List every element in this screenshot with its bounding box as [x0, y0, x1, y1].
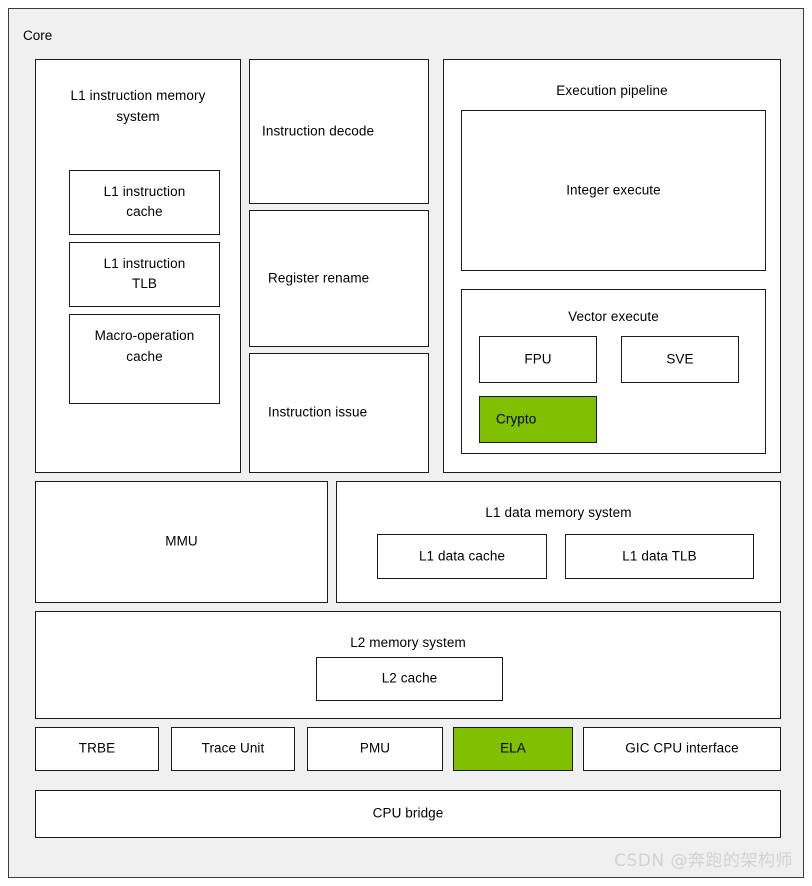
l1-instruction-cache-line2: cache	[126, 204, 163, 220]
register-rename-label: Register rename	[268, 270, 370, 286]
integer-execute-label: Integer execute	[566, 182, 661, 198]
cpu-bridge-block: CPU bridge	[35, 790, 781, 838]
l1-data-tlb-block: L1 data TLB	[565, 534, 754, 579]
l1-instruction-memory-system-title: L1 instruction memory system	[36, 86, 240, 128]
core-panel: Core L1 instruction memory system L1 ins…	[8, 8, 804, 878]
l1-ims-title-line2: system	[116, 108, 160, 124]
instruction-decode-block: Instruction decode	[249, 59, 429, 204]
macro-operation-cache-label: Macro-operation cache	[70, 326, 219, 368]
cpu-bridge-label: CPU bridge	[372, 805, 444, 821]
instruction-issue-label: Instruction issue	[268, 404, 368, 420]
gic-cpu-interface-label: GIC CPU interface	[625, 740, 739, 756]
macro-operation-cache-block: Macro-operation cache	[69, 314, 220, 404]
core-panel-title: Core	[23, 29, 52, 43]
trbe-block: TRBE	[35, 727, 159, 771]
pmu-block: PMU	[307, 727, 443, 771]
l1-instruction-memory-system-block: L1 instruction memory system L1 instruct…	[35, 59, 241, 473]
mmu-label: MMU	[165, 533, 198, 549]
instruction-decode-label: Instruction decode	[262, 123, 375, 139]
core-title-text: Core	[23, 28, 53, 43]
register-rename-block: Register rename	[249, 210, 429, 347]
vector-execute-title: Vector execute	[568, 309, 659, 324]
l1-instruction-cache-block: L1 instruction cache	[69, 170, 220, 235]
trace-unit-block: Trace Unit	[171, 727, 295, 771]
l1-instruction-tlb-line2: TLB	[131, 276, 158, 292]
crypto-label: Crypto	[496, 411, 537, 427]
fpu-block: FPU	[479, 336, 597, 383]
l1-data-cache-label: L1 data cache	[418, 548, 506, 564]
trace-unit-label: Trace Unit	[201, 740, 265, 756]
l2-memory-system-block: L2 memory system L2 cache	[35, 611, 781, 719]
l1-instruction-tlb-label: L1 instruction TLB	[70, 254, 219, 296]
pmu-label: PMU	[359, 740, 391, 756]
crypto-block: Crypto	[479, 396, 597, 443]
l1-data-cache-block: L1 data cache	[377, 534, 547, 579]
ela-label: ELA	[500, 740, 526, 756]
l2-cache-block: L2 cache	[316, 657, 503, 701]
l1-instruction-tlb-line1: L1 instruction	[103, 255, 186, 271]
execution-pipeline-block: Execution pipeline Integer execute Vecto…	[443, 59, 781, 473]
l1-instruction-cache-line1: L1 instruction	[103, 183, 186, 199]
vector-execute-block: Vector execute FPU SVE Crypto	[461, 289, 766, 454]
macro-operation-cache-line2: cache	[126, 348, 163, 364]
sve-label: SVE	[666, 351, 694, 367]
instruction-issue-block: Instruction issue	[249, 353, 429, 473]
l1-data-memory-system-block: L1 data memory system L1 data cache L1 d…	[336, 481, 781, 603]
macro-operation-cache-line1: Macro-operation	[94, 327, 195, 343]
integer-execute-block: Integer execute	[461, 110, 766, 271]
sve-block: SVE	[621, 336, 739, 383]
l1-instruction-tlb-block: L1 instruction TLB	[69, 242, 220, 307]
l2-cache-label: L2 cache	[381, 670, 438, 686]
trbe-label: TRBE	[78, 740, 116, 756]
l2-memory-system-title: L2 memory system	[350, 635, 466, 650]
l1-data-tlb-label: L1 data TLB	[622, 548, 697, 564]
l1-data-memory-system-title: L1 data memory system	[485, 505, 632, 520]
l1-ims-title-line1: L1 instruction memory	[70, 88, 206, 103]
csdn-watermark: CSDN @奔跑的架构师	[614, 851, 793, 871]
fpu-label: FPU	[524, 351, 552, 367]
l1-instruction-cache-label: L1 instruction cache	[70, 182, 219, 224]
execution-pipeline-title: Execution pipeline	[556, 83, 668, 98]
ela-block: ELA	[453, 727, 573, 771]
gic-cpu-interface-block: GIC CPU interface	[583, 727, 781, 771]
mmu-block: MMU	[35, 481, 328, 603]
